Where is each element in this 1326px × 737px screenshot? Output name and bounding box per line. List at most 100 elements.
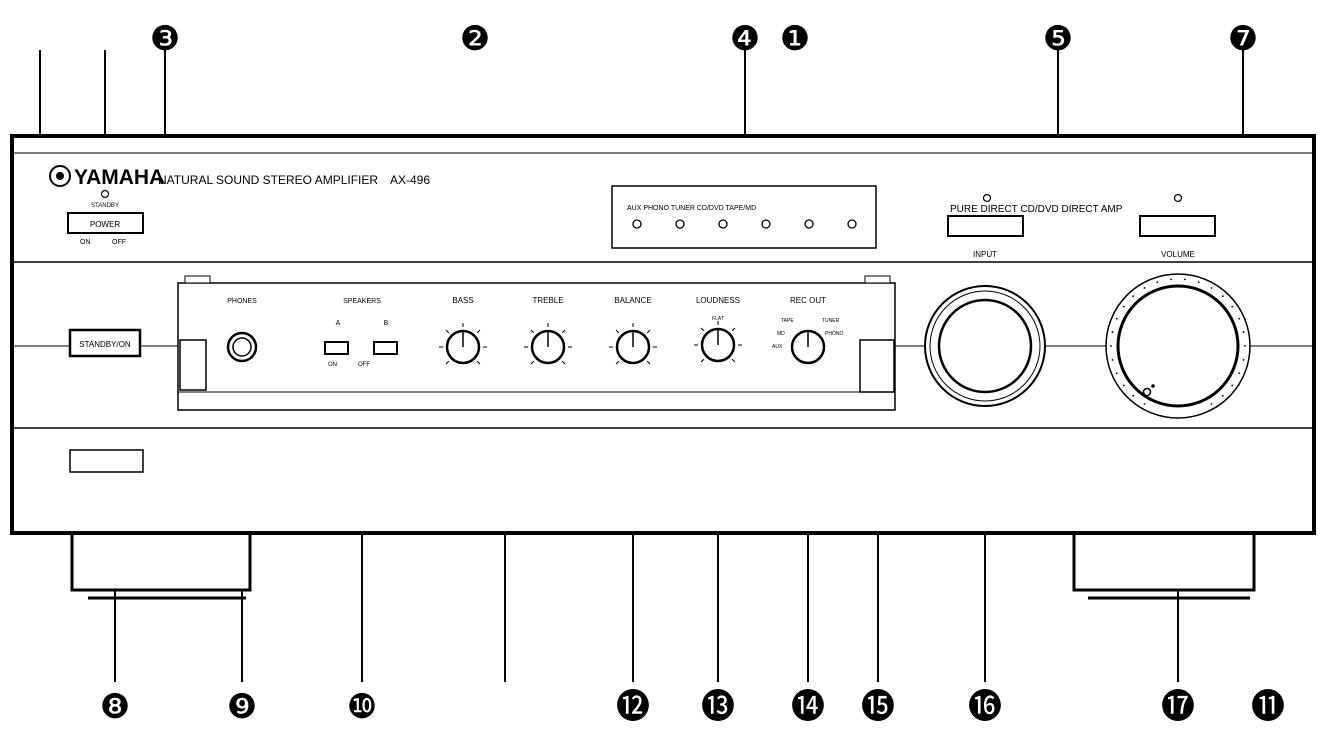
volume-tick xyxy=(1122,384,1125,387)
callout-7: ❼ xyxy=(1228,20,1258,58)
input-indicator-led xyxy=(847,219,857,229)
callout-10: ❿ xyxy=(347,688,377,726)
volume-tick xyxy=(1132,394,1135,397)
door-tab-left[interactable] xyxy=(179,339,207,391)
power-button-label: POWER xyxy=(90,220,120,229)
callout-11: ⓫ xyxy=(1251,688,1285,726)
standby-indicator xyxy=(100,189,110,199)
power-off-label: OFF xyxy=(112,239,126,246)
volume-knob[interactable] xyxy=(1105,273,1251,419)
bass-knob[interactable] xyxy=(445,329,481,365)
volume-tick xyxy=(1221,394,1224,397)
rec-out-opt-phono: PHONO xyxy=(825,331,843,337)
knob-tick xyxy=(445,360,450,365)
speakers-a-label: A xyxy=(336,320,341,327)
indicator-panel xyxy=(611,185,877,249)
rec-out-opt-tuner: TUNER xyxy=(822,318,840,324)
knob-tick xyxy=(615,329,620,334)
standby-on-label: STANDBY/ON xyxy=(79,340,131,349)
volume-tick xyxy=(1231,384,1234,387)
volume-tick xyxy=(1242,331,1245,333)
power-on-label: ON xyxy=(80,239,91,246)
treble-knob[interactable] xyxy=(530,329,566,365)
callout-1: ❶ xyxy=(780,20,810,58)
knob-tick-marks xyxy=(439,321,742,365)
loudness-knob[interactable] xyxy=(700,327,736,363)
phones-label: PHONES xyxy=(227,298,257,305)
speakers-on-label: ON xyxy=(328,362,337,368)
standby-on-button[interactable] xyxy=(68,328,142,358)
loudness-flat-label: FLAT xyxy=(712,316,724,322)
pure-direct-button[interactable] xyxy=(947,215,1024,237)
pure-direct-label: PURE DIRECT CD/DVD DIRECT AMP xyxy=(950,204,1123,215)
brand-area: YAMAHA NATURAL SOUND STEREO AMPLIFIER AX… xyxy=(49,165,430,189)
volume-tick xyxy=(1238,317,1241,320)
volume-tick xyxy=(1244,345,1246,347)
callout-17: ⓱ xyxy=(1161,688,1195,726)
pure-direct-section: PURE DIRECT CD/DVD DIRECT AMP xyxy=(947,193,1216,237)
power-button[interactable] xyxy=(67,212,144,234)
callout-12: ⓬ xyxy=(616,688,650,726)
volume-tick xyxy=(1110,345,1112,347)
treble-label: TREBLE xyxy=(532,296,563,305)
bass-label: BASS xyxy=(452,296,473,305)
callouts: ❸ ❷ ❹ ❶ ❺ ❼ ❽ ❾ ❿ ⓬ ⓭ ⓮ ⓯ ⓰ ⓱ ⓫ xyxy=(100,20,1285,726)
knob-tick xyxy=(731,358,736,363)
input-indicator-window: AUX PHONO TUNER CD/DVD TAPE/MD xyxy=(611,185,877,249)
speakers-off-label: OFF xyxy=(358,362,370,368)
input-indicator-led xyxy=(761,219,771,229)
speakers-b-label: B xyxy=(384,320,389,327)
knob-tick xyxy=(646,360,651,365)
volume-tick xyxy=(1122,305,1125,308)
volume-label: VOLUME xyxy=(1161,250,1195,259)
knob-tick xyxy=(561,329,566,334)
volume-tick xyxy=(1231,305,1234,308)
speakers-a-button[interactable] xyxy=(324,341,349,355)
input-indicator-led xyxy=(675,219,685,229)
knob-tick xyxy=(731,327,736,332)
volume-tick xyxy=(1111,359,1114,361)
brand-logo: YAMAHA xyxy=(74,166,164,189)
standby-label: STANDBY xyxy=(91,203,119,209)
volume-tick xyxy=(1197,281,1200,284)
knob-tick xyxy=(615,360,620,365)
pure-direct-indicator xyxy=(982,193,992,203)
product-line: NATURAL SOUND STEREO AMPLIFIER xyxy=(158,173,378,187)
foot-left xyxy=(70,530,252,592)
knob-tick xyxy=(476,329,481,334)
volume-knob-marker xyxy=(1142,387,1152,397)
power-section: STANDBY POWER ON OFF xyxy=(67,189,144,246)
callout-14: ⓮ xyxy=(791,688,825,726)
volume-tick xyxy=(1210,403,1213,405)
volume-tick xyxy=(1115,372,1118,375)
input-label: INPUT xyxy=(973,250,997,259)
callout-2: ❷ xyxy=(460,20,490,58)
rec-out-options: TAPE MD AUX TUNER PHONO xyxy=(772,318,843,350)
balance-label: BALANCE xyxy=(614,296,651,305)
rec-out-knob[interactable] xyxy=(790,329,826,365)
callout-3: ❸ xyxy=(150,20,180,58)
volume-tick xyxy=(1143,403,1146,405)
knob-tick xyxy=(646,329,651,334)
volume-scale-ticks xyxy=(1110,278,1246,405)
input-indicator-leds xyxy=(632,219,857,229)
callout-5: ❺ xyxy=(1043,20,1073,58)
loudness-label: LOUDNESS xyxy=(696,296,740,305)
rec-out-opt-md: MD xyxy=(777,331,785,337)
door-tab-right[interactable] xyxy=(859,339,895,393)
volume-tick xyxy=(1143,287,1146,289)
balance-knob[interactable] xyxy=(615,329,651,365)
callout-15: ⓯ xyxy=(861,688,895,726)
display-window xyxy=(69,449,144,473)
input-knob[interactable] xyxy=(924,285,1046,407)
yamaha-emblem-icon xyxy=(49,165,71,187)
volume-side-button[interactable] xyxy=(1139,215,1216,237)
volume-tick xyxy=(1210,287,1213,289)
speakers-b-button[interactable] xyxy=(373,341,398,355)
input-indicator-led xyxy=(718,219,728,229)
input-indicator-labels: AUX PHONO TUNER CD/DVD TAPE/MD xyxy=(627,205,756,212)
volume-tick xyxy=(1238,372,1241,375)
volume-tick xyxy=(1170,278,1172,281)
speakers-label: SPEAKERS xyxy=(343,298,381,305)
